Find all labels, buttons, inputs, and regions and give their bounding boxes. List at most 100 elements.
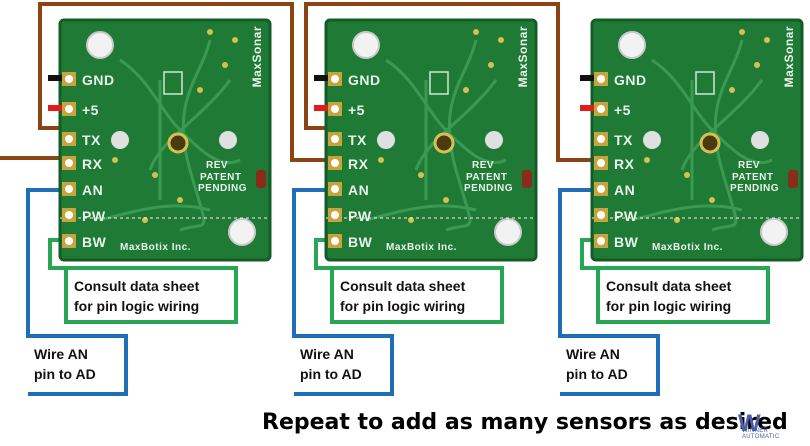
smd-component bbox=[788, 170, 798, 188]
chip-footprint bbox=[163, 71, 183, 95]
brand-bottom: MaxBotix Inc. bbox=[652, 242, 723, 253]
pcb-traces bbox=[631, 39, 773, 232]
pin-label-gnd: GND bbox=[82, 72, 115, 88]
red-wire-stub bbox=[580, 105, 594, 111]
an-note-line2: pin to AD bbox=[34, 366, 96, 382]
mount-hole-top bbox=[618, 31, 646, 59]
pin-label-tx: TX bbox=[82, 132, 101, 148]
patent-label-line1: PATENT bbox=[200, 172, 242, 183]
pin-row bbox=[328, 72, 342, 248]
pad-center-right bbox=[485, 131, 503, 149]
patent-label-line1: PATENT bbox=[466, 172, 508, 183]
patent-label-line1: PATENT bbox=[732, 172, 774, 183]
pin-label-bw: BW bbox=[614, 234, 639, 250]
patent-label-line2: PENDING bbox=[730, 183, 780, 194]
brand-vertical: MaxSonar bbox=[782, 26, 796, 88]
mount-hole-top bbox=[352, 31, 380, 59]
pin-label-5v: +5 bbox=[614, 102, 631, 118]
pin-label-gnd: GND bbox=[614, 72, 647, 88]
pin-label-pw: PW bbox=[348, 208, 372, 224]
green-wire-bw-1 bbox=[48, 238, 238, 324]
sensor-board-1-labels: GND +5 TX RX AN PW BW MaxSonar REV PATEN… bbox=[60, 20, 270, 260]
pad-center-right bbox=[219, 131, 237, 149]
pin-label-bw: BW bbox=[348, 234, 373, 250]
brand-vertical: MaxSonar bbox=[516, 26, 530, 88]
blue-wire-an-3 bbox=[558, 188, 660, 396]
chip-footprint bbox=[695, 71, 715, 95]
pcb-vias bbox=[644, 29, 770, 223]
sensor-board-3-labels: GND +5 TX RX AN PW BW MaxSonar REV PATEN… bbox=[592, 20, 802, 260]
an-note-1: Wire AN pin to AD bbox=[34, 344, 96, 384]
pcb-edge bbox=[324, 18, 538, 262]
logic-note-line2: for pin logic wiring bbox=[606, 298, 732, 314]
smd-component bbox=[256, 170, 266, 188]
brown-wire-tx1-to-rx2 bbox=[38, 2, 330, 162]
mount-hole-bottom bbox=[760, 218, 788, 246]
an-note-line1: Wire AN bbox=[300, 346, 354, 362]
footer-caption: Repeat to add as many sensors as desired bbox=[262, 410, 788, 435]
pin-label-pw: PW bbox=[82, 208, 106, 224]
logic-note-line1: Consult data sheet bbox=[606, 278, 732, 294]
patent-label-line2: PENDING bbox=[198, 183, 248, 194]
logic-note-line2: for pin logic wiring bbox=[74, 298, 200, 314]
pin-label-gnd: GND bbox=[348, 72, 381, 88]
pin-label-rx: RX bbox=[348, 156, 369, 172]
logic-note-line2: for pin logic wiring bbox=[340, 298, 466, 314]
an-note-2: Wire AN pin to AD bbox=[300, 344, 362, 384]
logic-note-line1: Consult data sheet bbox=[74, 278, 200, 294]
pin-label-an: AN bbox=[614, 182, 636, 198]
chip-footprint bbox=[429, 71, 449, 95]
green-wire-bw-3 bbox=[580, 238, 770, 324]
pad-center-mid bbox=[433, 132, 455, 154]
smd-component bbox=[522, 170, 532, 188]
watermark-logo-glyph: W bbox=[738, 410, 761, 437]
pin-label-5v: +5 bbox=[82, 102, 99, 118]
black-wire-stub bbox=[48, 75, 62, 81]
pad-center-left bbox=[377, 131, 395, 149]
blue-an-wires bbox=[26, 188, 660, 396]
an-note-line2: pin to AD bbox=[566, 366, 628, 382]
pcb-edge bbox=[58, 18, 272, 262]
brown-wire-tx2-to-rx3 bbox=[304, 2, 596, 162]
revision-label: REV bbox=[206, 160, 229, 171]
mount-hole-top bbox=[86, 31, 114, 59]
brand-bottom: MaxBotix Inc. bbox=[386, 242, 457, 253]
logic-note-1: Consult data sheet for pin logic wiring bbox=[74, 276, 199, 316]
pcb-body bbox=[60, 20, 270, 260]
an-note-line1: Wire AN bbox=[34, 346, 88, 362]
logic-note-2: Consult data sheet for pin logic wiring bbox=[340, 276, 465, 316]
green-logic-boxes bbox=[48, 238, 770, 324]
sensor-board-2 bbox=[314, 18, 538, 262]
pcb-vias bbox=[112, 29, 238, 223]
black-wire-stub bbox=[580, 75, 594, 81]
sensor-board-3 bbox=[580, 18, 804, 262]
pcb-vias bbox=[378, 29, 504, 223]
red-wire-stub bbox=[48, 105, 62, 111]
brand-vertical: MaxSonar bbox=[250, 26, 264, 88]
pcb-body bbox=[326, 20, 536, 260]
green-wire-bw-2 bbox=[314, 238, 504, 324]
blue-wire-an-1 bbox=[26, 188, 128, 396]
revision-label: REV bbox=[738, 160, 761, 171]
pad-center-right bbox=[751, 131, 769, 149]
pin-label-an: AN bbox=[82, 182, 104, 198]
red-wire-stub bbox=[314, 105, 328, 111]
revision-label: REV bbox=[472, 160, 495, 171]
pin-row bbox=[594, 72, 608, 248]
watermark-logo-subtext: WINNER AUTOMATIC bbox=[742, 428, 780, 440]
pin-label-bw: BW bbox=[82, 234, 107, 250]
an-note-line2: pin to AD bbox=[300, 366, 362, 382]
pin-label-tx: TX bbox=[614, 132, 633, 148]
sensor-board-2-labels: GND +5 TX RX AN PW BW MaxSonar REV PATEN… bbox=[326, 20, 536, 260]
sensor-board-1 bbox=[48, 18, 272, 262]
pin-label-an: AN bbox=[348, 182, 370, 198]
brand-bottom: MaxBotix Inc. bbox=[120, 242, 191, 253]
brown-wire-chain bbox=[0, 2, 596, 162]
pcb-traces bbox=[365, 39, 507, 232]
patent-label-line2: PENDING bbox=[464, 183, 514, 194]
pin-row bbox=[62, 72, 76, 248]
pin-label-rx: RX bbox=[614, 156, 635, 172]
mount-hole-bottom bbox=[494, 218, 522, 246]
an-note-line1: Wire AN bbox=[566, 346, 620, 362]
